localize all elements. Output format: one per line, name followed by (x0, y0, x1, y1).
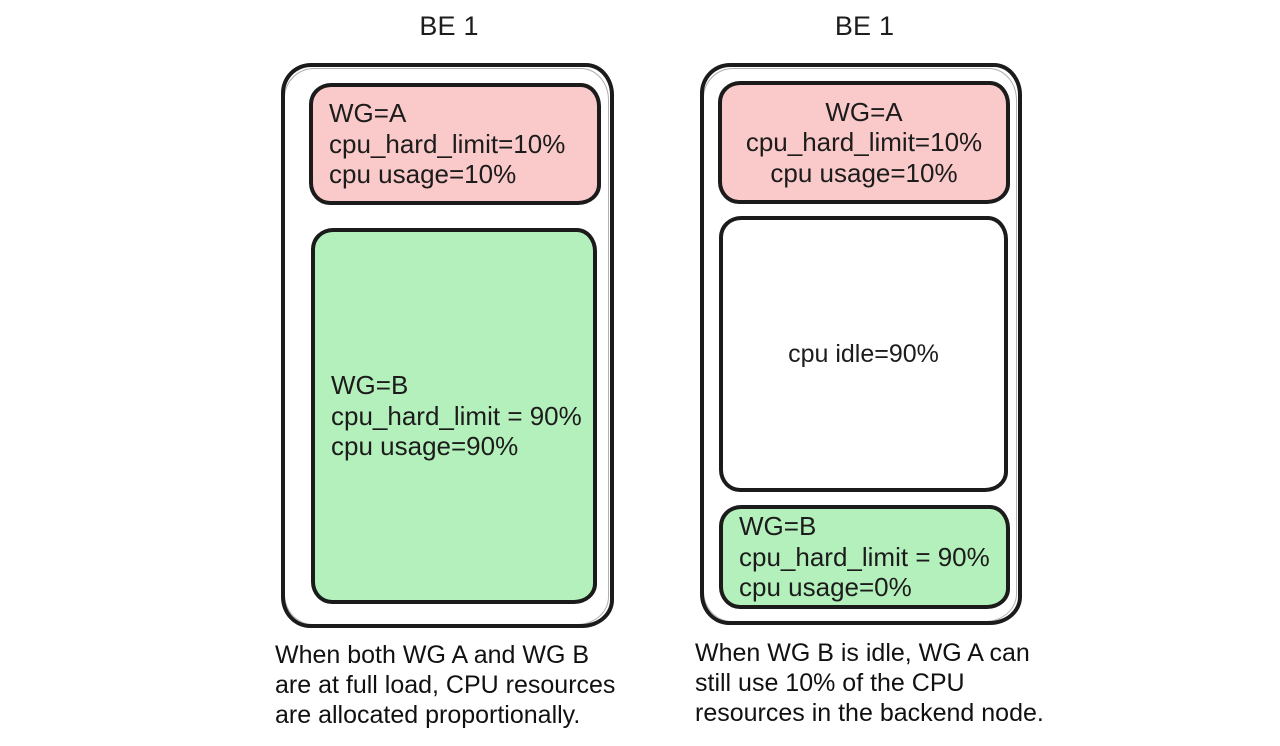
workgroup-box-a-right: WG=A cpu_hard_limit=10% cpu usage=10% (718, 81, 1010, 204)
workgroup-box-a-left: WG=A cpu_hard_limit=10% cpu usage=10% (309, 83, 601, 205)
backend-node-left: WG=A cpu_hard_limit=10% cpu usage=10% WG… (281, 63, 614, 628)
cpu-idle-box: cpu idle=90% (719, 216, 1008, 492)
workgroup-box-b-right: WG=B cpu_hard_limit = 90% cpu usage=0% (719, 505, 1010, 609)
caption-left: When both WG A and WG B are at full load… (275, 641, 616, 729)
panel-right-title: BE 1 (834, 11, 895, 41)
wg-b-right-line-2: cpu_hard_limit = 90% (739, 541, 990, 572)
wg-b-right-line-1: WG=B (739, 511, 817, 542)
wg-b-left-line-3: cpu usage=90% (331, 431, 519, 462)
caption-right: When WG B is idle, WG A can still use 10… (695, 639, 1044, 727)
wg-a-right-line-3: cpu usage=10% (770, 157, 958, 188)
wg-a-left-line-1: WG=A (329, 98, 407, 129)
wg-a-left-line-3: cpu usage=10% (329, 159, 517, 190)
wg-a-left-line-2: cpu_hard_limit=10% (329, 128, 566, 159)
backend-node-right: WG=A cpu_hard_limit=10% cpu usage=10% cp… (700, 63, 1022, 625)
workgroup-box-b-left: WG=B cpu_hard_limit = 90% cpu usage=90% (311, 228, 597, 604)
cpu-idle-label: cpu idle=90% (788, 339, 939, 368)
panel-left-title: BE 1 (419, 11, 479, 41)
wg-b-right-line-3: cpu usage=0% (739, 572, 912, 603)
wg-b-left-line-1: WG=B (331, 370, 409, 401)
wg-a-right-line-1: WG=A (825, 96, 903, 127)
wg-a-right-line-2: cpu_hard_limit=10% (745, 127, 983, 158)
wg-b-left-line-2: cpu_hard_limit = 90% (331, 400, 582, 431)
